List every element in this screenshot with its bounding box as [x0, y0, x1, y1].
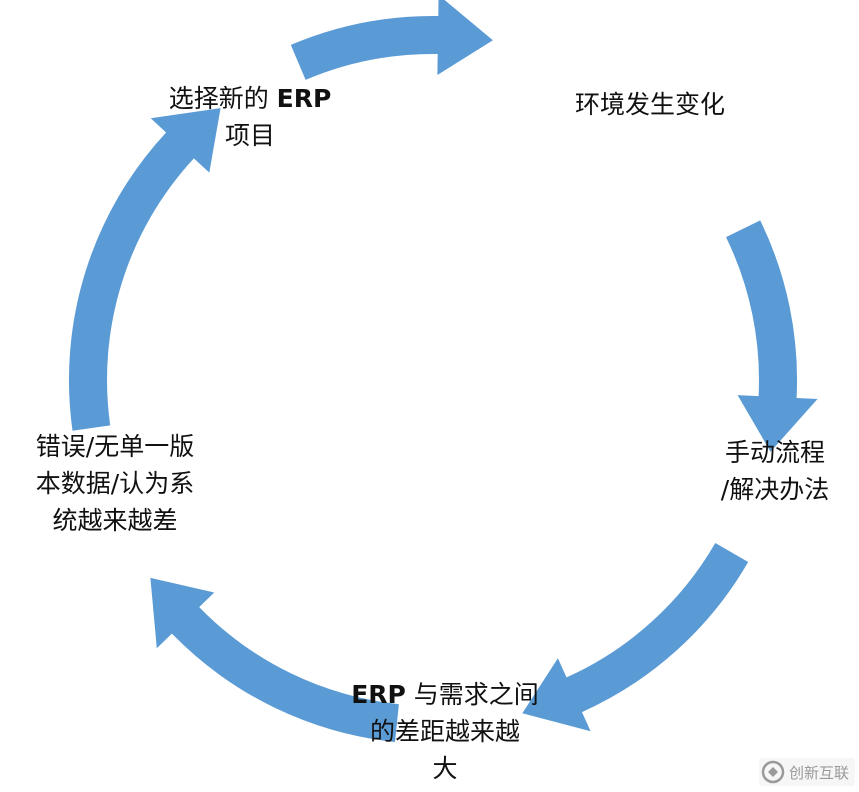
- node-errors: 错误/无单一版 本数据/认为系 统越来越差: [10, 428, 220, 539]
- node-env-change-line1: 环境发生变化: [574, 90, 725, 119]
- node-gap-bold: ERP: [351, 680, 406, 709]
- watermark: 创新互联: [758, 758, 855, 786]
- node-errors-line3: 统越来越差: [52, 506, 178, 535]
- node-new-erp-line1: 选择新的: [168, 84, 277, 113]
- node-manual-line1: 手动流程: [724, 438, 825, 467]
- node-gap-line3: 大: [432, 754, 458, 783]
- node-new-erp: 选择新的 ERP 项目: [150, 80, 350, 154]
- node-new-erp-line2: 项目: [224, 121, 275, 150]
- cycle-arrow-5: [68, 108, 221, 431]
- cycle-arrow-1: [290, 0, 493, 80]
- node-gap: ERP 与需求之间 的差距越来越 大: [330, 676, 560, 787]
- watermark-text: 创新互联: [788, 763, 849, 782]
- node-manual: 手动流程 /解决办法: [690, 434, 859, 508]
- node-gap-line1: 与需求之间: [405, 680, 539, 709]
- cycle-arrow-3: [522, 543, 749, 732]
- logo-icon: [761, 760, 785, 784]
- node-manual-line2: /解决办法: [720, 475, 830, 504]
- node-errors-line1: 错误/无单一版: [35, 432, 195, 461]
- cycle-arrow-2: [726, 220, 818, 452]
- node-errors-line2: 本数据/认为系: [35, 469, 195, 498]
- cycle-arrow-4: [150, 577, 399, 742]
- node-gap-line2: 的差距越来越: [369, 717, 520, 746]
- node-new-erp-bold: ERP: [276, 84, 332, 113]
- node-env-change: 环境发生变化: [540, 86, 760, 123]
